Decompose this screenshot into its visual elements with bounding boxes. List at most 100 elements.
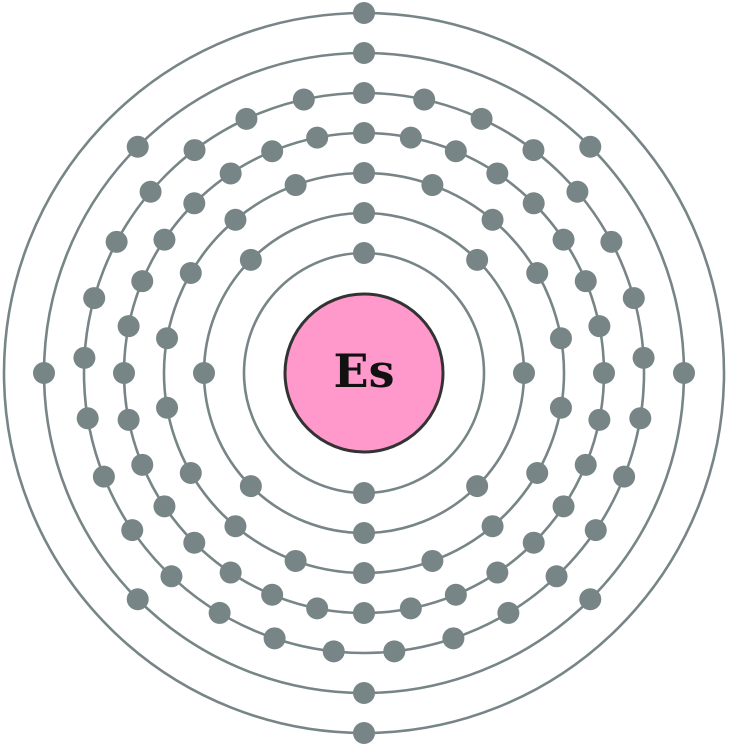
electron-shell-4: [588, 408, 611, 431]
electron-shell-4: [117, 315, 140, 338]
electron-shell-3: [526, 462, 549, 484]
electron-shell-5: [613, 465, 636, 488]
electron-shell-5: [92, 465, 115, 488]
electron-shell-4: [444, 140, 467, 163]
electron-shell-3: [353, 162, 375, 184]
electron-shell-5: [73, 346, 96, 369]
electron-shell-3: [224, 515, 247, 538]
electron-shell-5: [121, 519, 144, 542]
electron-shell-4: [593, 362, 615, 384]
electron-shell-4: [444, 583, 467, 606]
electrons: [33, 2, 695, 744]
electron-shell-4: [552, 228, 575, 251]
electron-shell-3: [224, 208, 247, 231]
electron-shell-4: [486, 561, 509, 584]
electron-shell-3: [421, 549, 444, 572]
electron-shell-4: [219, 561, 242, 584]
electron-shell-4: [183, 192, 206, 215]
electron-shell-4: [353, 602, 375, 624]
electron-shell-3: [481, 515, 504, 538]
electron-shell-4: [522, 531, 545, 554]
electron-shell-7: [353, 722, 375, 744]
electron-shell-5: [235, 107, 258, 130]
nucleus: [283, 292, 445, 454]
electron-shell-2: [193, 362, 215, 384]
electron-shell-5: [208, 601, 231, 624]
electron-shell-4: [399, 597, 422, 620]
electron-shell-5: [584, 519, 607, 542]
electron-shell-5: [139, 180, 162, 203]
electron-shell-4: [588, 315, 611, 338]
electron-shell-4: [552, 495, 575, 518]
electron-shell-1: [353, 242, 375, 264]
electron-shell-5: [470, 107, 493, 130]
electron-shell-5: [600, 230, 623, 253]
electron-shell-2: [466, 475, 489, 498]
electron-shell-3: [156, 396, 179, 419]
electron-shell-5: [292, 88, 315, 111]
electron-shell-4: [153, 495, 176, 518]
electron-shell-5: [522, 139, 545, 162]
electron-shell-5: [566, 180, 589, 203]
electron-shell-6: [673, 362, 695, 384]
electron-shell-5: [442, 627, 465, 650]
electron-shell-6: [126, 135, 149, 158]
electron-shell-3: [549, 327, 572, 350]
electron-shell-3: [284, 174, 307, 197]
electron-shell-4: [306, 126, 329, 149]
electron-shell-2: [466, 248, 489, 271]
electron-shell-4: [153, 228, 176, 251]
electron-shell-4: [183, 531, 206, 554]
electron-shell-6: [579, 588, 602, 611]
electron-shell-4: [522, 192, 545, 215]
electron-shell-3: [284, 549, 307, 572]
electron-shell-3: [353, 562, 375, 584]
electron-shell-3: [481, 208, 504, 231]
electron-shell-5: [353, 82, 375, 104]
electron-shell-6: [126, 588, 149, 611]
electron-shell-6: [579, 135, 602, 158]
electron-shell-2: [353, 522, 375, 544]
electron-shell-4: [574, 453, 597, 476]
electron-shell-2: [353, 202, 375, 224]
electron-shell-5: [497, 601, 520, 624]
electron-shell-5: [160, 565, 183, 588]
electron-shell-4: [306, 597, 329, 620]
electron-shell-4: [574, 270, 597, 293]
electron-shell-6: [353, 682, 375, 704]
electron-shell-3: [421, 174, 444, 197]
electron-shell-4: [399, 126, 422, 149]
electron-shell-4: [261, 583, 284, 606]
electron-shell-6: [33, 362, 55, 384]
electron-shell-4: [353, 122, 375, 144]
electron-shell-5: [263, 627, 286, 650]
electron-shell-3: [526, 262, 549, 284]
electron-shell-5: [76, 407, 99, 430]
electron-shell-5: [383, 640, 406, 663]
electron-shell-5: [545, 565, 568, 588]
electron-shell-1: [353, 482, 375, 504]
electron-shell-3: [179, 462, 202, 484]
electron-shell-5: [105, 230, 128, 253]
electron-shell-5: [183, 139, 206, 162]
electron-shell-4: [486, 162, 509, 185]
electron-shell-4: [117, 408, 140, 431]
electron-shell-5: [622, 287, 645, 310]
electron-shell-2: [239, 248, 262, 271]
electron-shell-5: [322, 640, 345, 663]
element-symbol: Es: [334, 344, 395, 398]
electron-shell-4: [113, 362, 135, 384]
electron-shell-4: [131, 270, 154, 293]
electron-shell-4: [131, 453, 154, 476]
electron-shell-2: [239, 475, 262, 498]
electron-shell-3: [549, 396, 572, 419]
electron-shell-7: [353, 2, 375, 24]
electron-shell-4: [261, 140, 284, 163]
electron-shell-5: [629, 407, 652, 430]
electron-shell-3: [156, 327, 179, 350]
electron-shell-5: [632, 346, 655, 369]
electron-shell-4: [219, 162, 242, 185]
electron-shell-5: [83, 287, 106, 310]
electron-shell-5: [413, 88, 436, 111]
